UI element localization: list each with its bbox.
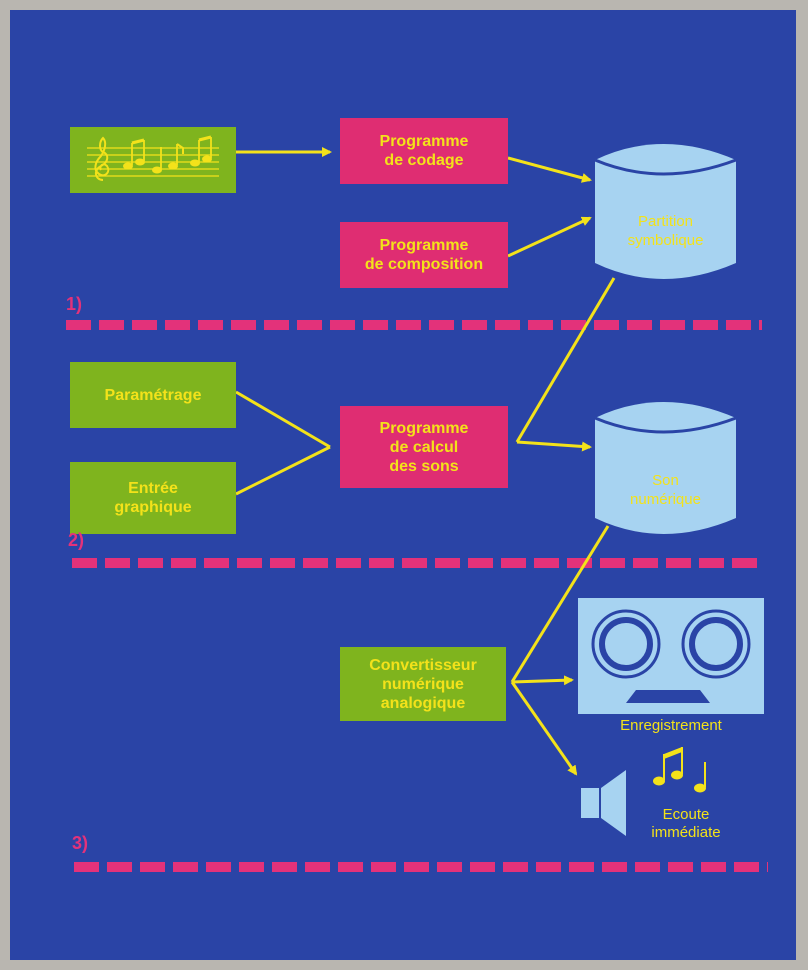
arrow-composition-to-partition: [507, 216, 592, 258]
connector-entree-to-sound: [235, 445, 331, 496]
arrow-sound-program-to-son: [516, 440, 592, 452]
recording-label: Enregistrement: [620, 717, 722, 734]
arrow-partition-to-sound-program: [515, 277, 616, 443]
arrow-son-to-converter: [510, 525, 610, 683]
arrow-converter-to-recording: [511, 675, 574, 686]
listening-label: Ecoute immédiate: [651, 806, 721, 841]
arrow-coding-to-partition: [507, 156, 592, 183]
parametrage-box: Paramétrage: [70, 362, 236, 428]
converter-box: Convertisseur numérique analogique: [340, 647, 506, 721]
flow-diagram: [66, 144, 768, 872]
connectors: [235, 147, 616, 776]
music-notes-icon: [653, 747, 706, 793]
son-database-icon: [594, 402, 737, 534]
section-label-2: 2): [68, 530, 85, 550]
music-score-box: [70, 127, 236, 193]
diagram-panel: Programme de codage Programme de composi…: [10, 10, 796, 960]
speaker-icon: [581, 770, 626, 836]
entree-graphique-box: Entrée graphique: [70, 462, 236, 534]
sound-program-box: Programme de calcul des sons: [340, 406, 508, 488]
composition-program-box: Programme de composition: [340, 222, 508, 288]
partition-label: Partition symbolique: [627, 213, 704, 249]
tape-recorder-icon: [578, 598, 764, 714]
music-staff-icon: [87, 135, 219, 181]
arrow-converter-to-speaker: [510, 681, 578, 776]
son-label: Son numérique: [630, 472, 701, 508]
connector-parametrage-to-sound: [235, 390, 331, 449]
coding-program-box: Programme de codage: [340, 118, 508, 184]
partition-database-icon: [594, 144, 737, 279]
section-label-1: 1): [66, 294, 83, 314]
section-label-3: 3): [72, 833, 89, 853]
